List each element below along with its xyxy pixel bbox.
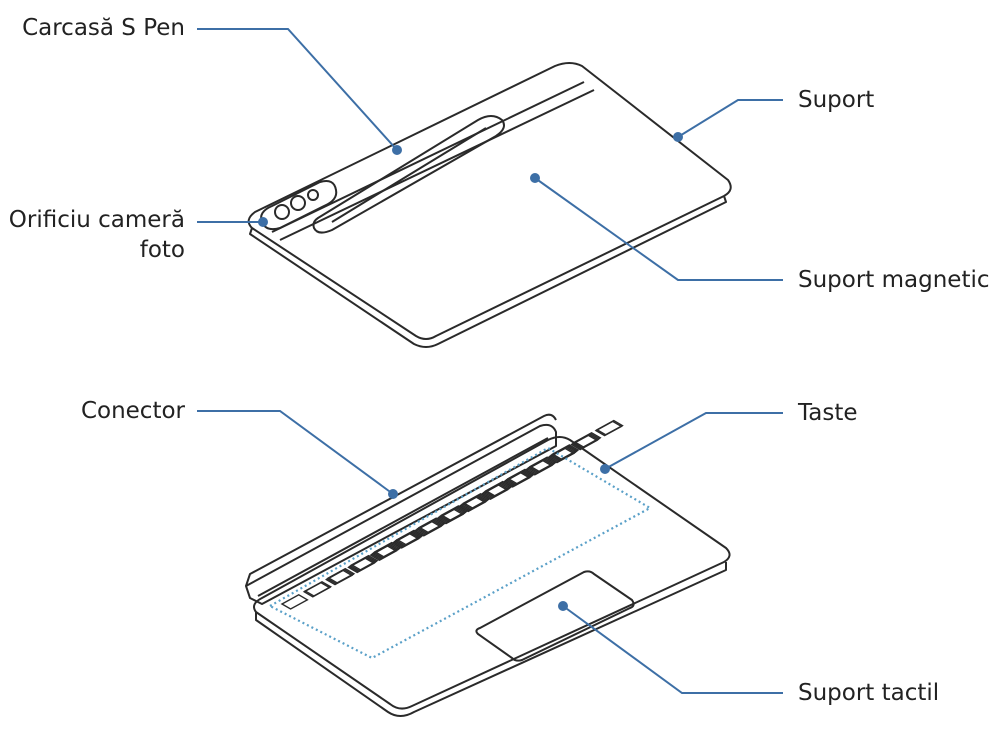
- label-camera-hole: Orificiu cameră foto: [9, 205, 185, 265]
- keyboard-key: [395, 529, 425, 546]
- label-magnetic-holder: Suport magnetic: [798, 267, 990, 293]
- keyboard-key: [280, 594, 309, 610]
- keys-grid: [280, 419, 624, 610]
- leader-stand: [677, 99, 783, 138]
- label-keys: Taste: [798, 400, 858, 426]
- keyboard-key: [303, 580, 333, 597]
- leader-dot-connector: [388, 489, 398, 499]
- keyboard-key: [462, 492, 491, 509]
- s-pen-slot: [312, 115, 505, 234]
- leader-dot-keys: [600, 464, 610, 474]
- camera-lens-1: [274, 204, 290, 220]
- leader-dot-touchpad: [558, 601, 568, 611]
- label-camera-hole-line1: Orificiu cameră: [8, 207, 185, 233]
- connector-bar-line: [257, 437, 549, 597]
- keyboard-key: [595, 419, 624, 436]
- camera-cutout: [260, 180, 338, 231]
- book-cover-illustration: [247, 62, 732, 348]
- leader-connector: [197, 410, 394, 495]
- label-touchpad: Suport tactil: [798, 680, 940, 706]
- connector-bar-top: [245, 413, 557, 587]
- keyboard-key: [529, 456, 558, 473]
- keyboard-key: [327, 567, 356, 584]
- camera-lens-2: [290, 195, 306, 211]
- s-pen-slot-inner: [331, 127, 487, 223]
- keyboard-key: [551, 444, 580, 460]
- keyboard-base-edge: [255, 562, 727, 717]
- leader-dot-camera-hole: [258, 217, 268, 227]
- label-camera-hole-line2: foto: [139, 237, 185, 263]
- keyboard-key: [373, 541, 402, 558]
- label-stand: Suport: [798, 87, 875, 113]
- keyboard-key: [484, 480, 513, 497]
- cover-edge: [249, 195, 727, 348]
- leader-dot-stand: [673, 132, 683, 142]
- camera-lens-3: [307, 189, 319, 201]
- keyboard-key: [506, 468, 536, 485]
- touchpad-outline: [475, 570, 635, 662]
- leader-dot-s-pen-case: [392, 145, 402, 155]
- leader-dot-magnetic-holder: [530, 173, 540, 183]
- connector-bar: [245, 423, 557, 605]
- keyboard-key: [573, 431, 602, 448]
- keyboard-key: [440, 505, 469, 521]
- keyboard-key: [350, 554, 379, 571]
- cover-hinge-line-2: [279, 89, 595, 241]
- leader-touchpad: [562, 605, 783, 694]
- keyboard-illustration: [245, 413, 731, 717]
- leader-s-pen-case: [197, 28, 398, 151]
- leader-magnetic-holder: [534, 177, 783, 281]
- leader-keys: [604, 412, 783, 470]
- keyboard-base: [253, 436, 731, 710]
- label-connector: Conector: [80, 398, 185, 424]
- leader-lines: [197, 28, 783, 694]
- keyboard-key: [418, 517, 447, 534]
- label-s-pen-case: Carcasă S Pen: [22, 15, 185, 41]
- cover-outline: [247, 62, 732, 340]
